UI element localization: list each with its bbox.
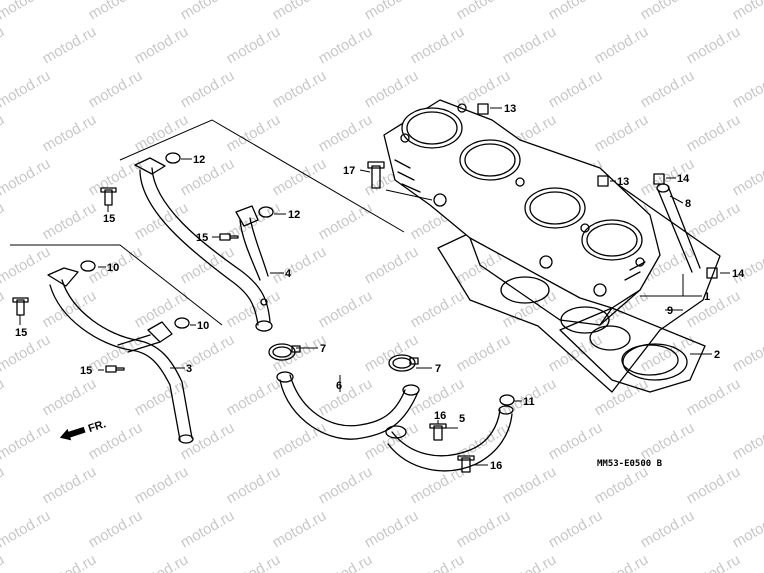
callout-15c: 15	[80, 365, 92, 377]
callout-15d: 15	[196, 232, 208, 244]
front-arrow-icon: FR.	[59, 418, 108, 441]
callout-15b: 15	[15, 327, 27, 339]
callout-16a: 16	[434, 410, 446, 422]
leader-lines	[19, 107, 730, 466]
water-pipe-3[interactable]	[47, 267, 194, 444]
callout-8: 8	[685, 198, 691, 210]
callout-10b: 10	[197, 320, 209, 332]
hose-clamp-7[interactable]	[268, 343, 419, 372]
callout-13b: 13	[617, 176, 629, 188]
callout-6: 6	[336, 380, 342, 392]
callout-17: 17	[343, 165, 355, 177]
callout-11: 11	[523, 396, 535, 408]
callout-10a: 10	[107, 262, 119, 274]
front-label: FR.	[87, 418, 108, 435]
callout-12b: 12	[288, 209, 300, 221]
callout-5: 5	[459, 413, 465, 425]
cylinder-block[interactable]	[383, 99, 721, 393]
water-pipe-4[interactable]	[134, 157, 273, 332]
callout-15a: 15	[103, 213, 115, 225]
callout-14a: 14	[677, 173, 690, 185]
diagram-code: MM53-E0500 B	[597, 459, 663, 469]
callout-2: 2	[714, 349, 720, 361]
callout-14b: 14	[732, 268, 745, 280]
callout-1: 1	[704, 291, 710, 303]
callout-13a: 13	[504, 103, 516, 115]
callout-9: 9	[667, 305, 673, 317]
callout-7a: 7	[320, 343, 326, 355]
callout-16b: 16	[490, 460, 502, 472]
callout-12a: 12	[193, 154, 205, 166]
cylinder-gasket[interactable]	[559, 307, 706, 393]
o-rings[interactable]	[80, 152, 515, 406]
water-hose-6[interactable]	[276, 371, 420, 440]
water-pipe-5[interactable]	[385, 405, 514, 472]
callout-numbers: 1 2 3 4 5 6 7 7 8 9 10 10 11 12 12 13 13…	[15, 103, 745, 472]
reference-lines	[10, 119, 405, 326]
callout-3: 3	[186, 363, 192, 375]
callout-4: 4	[285, 268, 292, 280]
bolts[interactable]	[12, 103, 718, 473]
callout-7b: 7	[435, 363, 441, 375]
watermark-text: motod.ru	[0, 551, 7, 573]
